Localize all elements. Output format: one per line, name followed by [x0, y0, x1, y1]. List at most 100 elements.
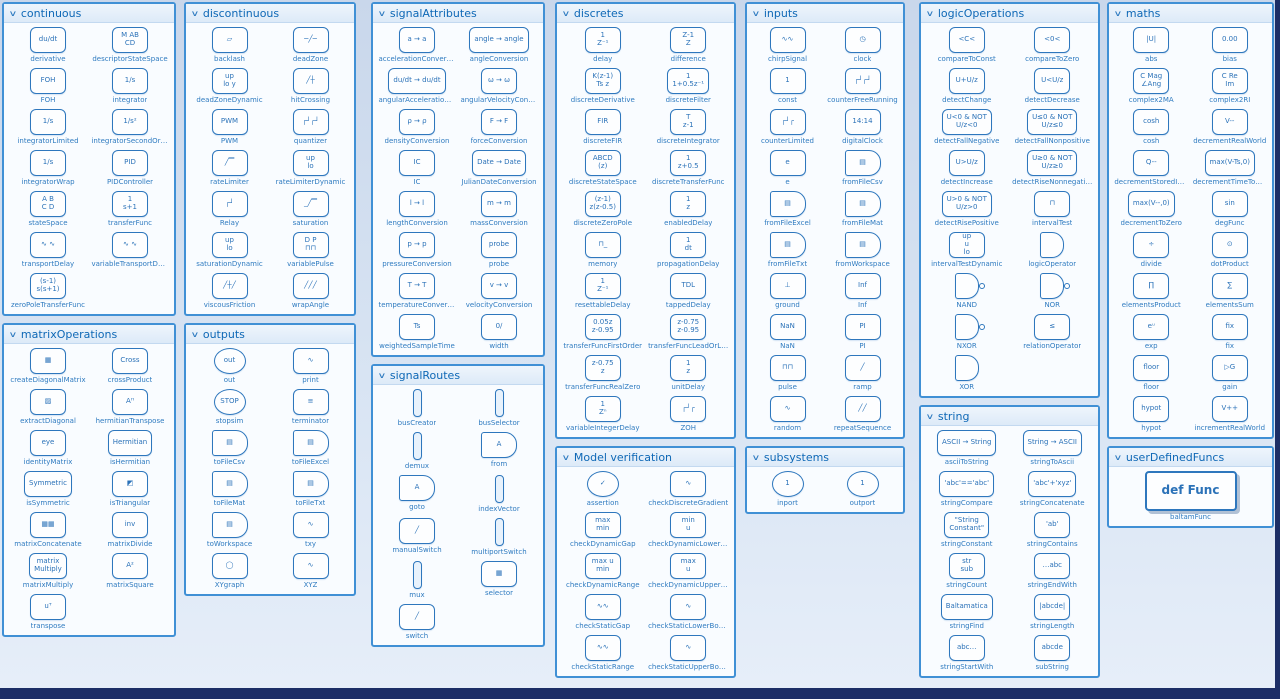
block-checkstaticrange[interactable]: ∿∿ checkStaticRange: [560, 635, 646, 672]
block-transferfuncrealzero[interactable]: z-0.75 z transferFuncRealZero: [560, 355, 646, 392]
block-txy[interactable]: ∿ txy: [270, 512, 351, 549]
block-pulse[interactable]: ⊓⊓ pulse: [750, 355, 825, 392]
block-detectchange[interactable]: U+U/z detectChange: [924, 68, 1010, 105]
block-detectdecrease[interactable]: U<U/z detectDecrease: [1010, 68, 1096, 105]
block-stringfind[interactable]: Baltamatica stringFind: [924, 594, 1010, 631]
block-descriptorstatespace[interactable]: M AB CD descriptorStateSpace: [89, 27, 171, 64]
block-tofilecsv[interactable]: ▤ toFileCsv: [189, 430, 270, 467]
block-bias[interactable]: 0.00 bias: [1191, 27, 1270, 64]
block-baltamfunc[interactable]: def Func baltamFunc: [1112, 471, 1269, 522]
block-checkdynamicupperbound[interactable]: max u checkDynamicUpperBound: [646, 553, 732, 590]
block-crossproduct[interactable]: Cross crossProduct: [89, 348, 171, 385]
block-zoh[interactable]: ┌┘┌ ZOH: [646, 396, 732, 433]
block-transferfuncfirstorder[interactable]: 0.05z z-0.95 transferFuncFirstOrder: [560, 314, 646, 351]
block-counterlimited[interactable]: ┌┘┌ counterLimited: [750, 109, 825, 146]
block-checkdynamicrange[interactable]: max u min checkDynamicRange: [560, 553, 646, 590]
block-ramp[interactable]: ╱ ramp: [825, 355, 900, 392]
block-repeatsequence[interactable]: ╱╱ repeatSequence: [825, 396, 900, 433]
block-detectfallnonpositive[interactable]: U≤0 & NOT U/z≤0 detectFallNonpositive: [1010, 109, 1096, 146]
block-stringtoascii[interactable]: String → ASCII stringToAscii: [1010, 430, 1096, 467]
block-nor[interactable]: NOR: [1010, 273, 1096, 310]
block-switch[interactable]: ╱ switch: [376, 604, 458, 641]
panel-header[interactable]: ∨ signalRoutes: [373, 366, 543, 385]
block-nxor[interactable]: NXOR: [924, 314, 1010, 351]
block-xor[interactable]: XOR: [924, 355, 1010, 392]
block-width[interactable]: 0∕ width: [458, 314, 540, 351]
block-discreteintegrator[interactable]: T z-1 discreteIntegrator: [646, 109, 732, 146]
block-pi[interactable]: PI PI: [825, 314, 900, 351]
block-saturationdynamic[interactable]: up lo saturationDynamic: [189, 232, 270, 269]
block-unitdelay[interactable]: 1 z unitDelay: [646, 355, 732, 392]
block-fromfileexcel[interactable]: ▤ fromFileExcel: [750, 191, 825, 228]
block-stringstartwith[interactable]: abc… stringStartWith: [924, 635, 1010, 672]
block-stringcompare[interactable]: 'abc'=='abc' stringCompare: [924, 471, 1010, 508]
block-deadzone[interactable]: ─╱─ deadZone: [270, 27, 351, 64]
block-nan[interactable]: NaN NaN: [750, 314, 825, 351]
block-istriangular[interactable]: ◩ isTriangular: [89, 471, 171, 508]
block-discretefir[interactable]: FIR discreteFIR: [560, 109, 646, 146]
block-propagationdelay[interactable]: 1 dt propagationDelay: [646, 232, 732, 269]
block-transferfuncleadorlag[interactable]: z-0.75 z-0.95 transferFuncLeadOrLag: [646, 314, 732, 351]
block-ground[interactable]: ⊥ ground: [750, 273, 825, 310]
block-selector[interactable]: ▦ selector: [458, 561, 540, 600]
block-elementssum[interactable]: ∑ elementsSum: [1191, 273, 1270, 310]
block-dotproduct[interactable]: ⊙ dotProduct: [1191, 232, 1270, 269]
block-stringendwith[interactable]: …abc stringEndWith: [1010, 553, 1096, 590]
block-hermitiantranspose[interactable]: Aᴴ hermitianTranspose: [89, 389, 171, 426]
block-comparetozero[interactable]: <0< compareToZero: [1010, 27, 1096, 64]
block-juliandateconversion[interactable]: Date → Date JulianDateConversion: [458, 150, 540, 187]
block-integrator[interactable]: 1∕s integrator: [89, 68, 171, 105]
block-massconversion[interactable]: m → m massConversion: [458, 191, 540, 228]
panel-header[interactable]: ∨ outputs: [186, 325, 354, 344]
block-difference[interactable]: Z-1 Z difference: [646, 27, 732, 64]
block-issymmetric[interactable]: Symmetric isSymmetric: [7, 471, 89, 508]
block-intervaltest[interactable]: ⊓ intervalTest: [1010, 191, 1096, 228]
block-decrementtozero[interactable]: max(V--,0) decrementToZero: [1112, 191, 1191, 228]
block-ic[interactable]: IC IC: [376, 150, 458, 187]
block-random[interactable]: ∿ random: [750, 396, 825, 433]
block-weightedsampletime[interactable]: Ts weightedSampleTime: [376, 314, 458, 351]
block-stringcontains[interactable]: 'ab' stringContains: [1010, 512, 1096, 549]
block-ratelimiterdynamic[interactable]: up lo rateLimiterDynamic: [270, 150, 351, 187]
block-from[interactable]: A from: [458, 432, 540, 471]
block-checkstaticlowerbound[interactable]: ∿ checkStaticLowerBound: [646, 594, 732, 631]
block-integratorwrap[interactable]: 1∕s integratorWrap: [7, 150, 89, 187]
block-variableintegerdelay[interactable]: 1 Zⁿ variableIntegerDelay: [560, 396, 646, 433]
block-detectrisepositive[interactable]: U>0 & NOT U/z>0 detectRisePositive: [924, 191, 1010, 228]
block-probe[interactable]: probe probe: [458, 232, 540, 269]
block-const[interactable]: 1 const: [750, 68, 825, 105]
block-floor[interactable]: floor floor: [1112, 355, 1191, 392]
block-quantizer[interactable]: ┌┘┌┘ quantizer: [270, 109, 351, 146]
block-assertion[interactable]: ✓ assertion: [560, 471, 646, 508]
block-terminator[interactable]: ≡ terminator: [270, 389, 351, 426]
block-print[interactable]: ∿ print: [270, 348, 351, 385]
block-creatediagonalmatrix[interactable]: ▦ createDiagonalMatrix: [7, 348, 89, 385]
block-fromfiletxt[interactable]: ▤ fromFileTxt: [750, 232, 825, 269]
block-abs[interactable]: |U| abs: [1112, 27, 1191, 64]
block-checkstaticgap[interactable]: ∿∿ checkStaticGap: [560, 594, 646, 631]
block-identitymatrix[interactable]: eye identityMatrix: [7, 430, 89, 467]
block-hypot[interactable]: hypot hypot: [1112, 396, 1191, 433]
block-nand[interactable]: NAND: [924, 273, 1010, 310]
block-transpose[interactable]: uᵀ transpose: [7, 594, 89, 631]
block-integratorsecondorder[interactable]: 1∕s² integratorSecondOrder: [89, 109, 171, 146]
block-matrixdivide[interactable]: inv matrixDivide: [89, 512, 171, 549]
block-complex2ri[interactable]: C Re Im complex2RI: [1191, 68, 1270, 105]
block-fix[interactable]: fix fix: [1191, 314, 1270, 351]
block-memory[interactable]: ⊓_ memory: [560, 232, 646, 269]
block-chirpsignal[interactable]: ∿∿ chirpSignal: [750, 27, 825, 64]
block-wrapangle[interactable]: ╱╱╱ wrapAngle: [270, 273, 351, 310]
block-foh[interactable]: FOH FOH: [7, 68, 89, 105]
block-tofilemat[interactable]: ▤ toFileMat: [189, 471, 270, 508]
panel-header[interactable]: ∨ discontinuous: [186, 4, 354, 23]
block-transportdelay[interactable]: ∿ ∿ transportDelay: [7, 232, 89, 269]
panel-header[interactable]: ∨ Model verification: [557, 448, 734, 467]
block-substring[interactable]: abcde subString: [1010, 635, 1096, 672]
block-decrementrealworld[interactable]: V-- decrementRealWorld: [1191, 109, 1270, 146]
block-discretezeropole[interactable]: (z-1) z(z-0.5) discreteZeroPole: [560, 191, 646, 228]
block-velocityconversion[interactable]: v → v velocityConversion: [458, 273, 540, 310]
block-angleconversion[interactable]: angle → angle angleConversion: [458, 27, 540, 64]
block-tappeddelay[interactable]: TDL tappedDelay: [646, 273, 732, 310]
block-mux[interactable]: mux: [376, 561, 458, 600]
panel-header[interactable]: ∨ string: [921, 407, 1098, 426]
